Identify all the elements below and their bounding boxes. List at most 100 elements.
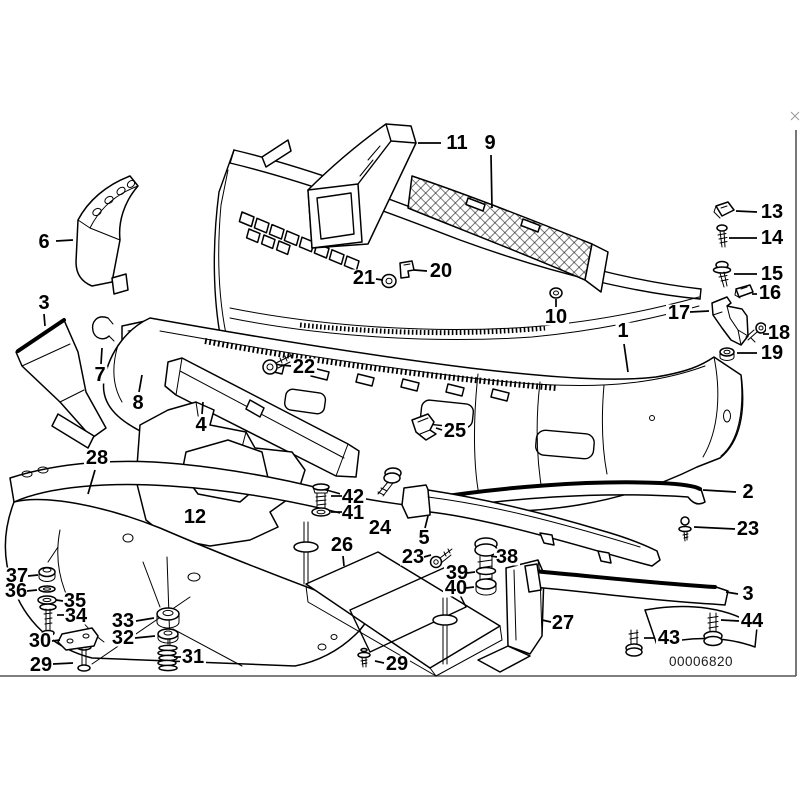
callout-110[interactable]: 11 — [418, 132, 470, 154]
callout-1311[interactable]: 13 — [735, 201, 785, 223]
svg-text:7: 7 — [94, 364, 105, 386]
svg-text:3: 3 — [38, 292, 49, 314]
callout-110[interactable]: 1 — [615, 320, 631, 373]
svg-text:39: 39 — [446, 562, 468, 584]
callout-418[interactable]: 4 — [193, 401, 209, 436]
hex-nut-icon-33 — [156, 607, 180, 629]
callout-3738[interactable]: 37 — [4, 565, 39, 587]
callout-3929[interactable]: 39 — [444, 562, 476, 584]
screw-icon-29b — [357, 647, 371, 668]
callout-74[interactable]: 7 — [92, 347, 108, 386]
flange-nut-icon-19 — [719, 347, 735, 361]
callout-109[interactable]: 10 — [543, 299, 569, 328]
callout-3342[interactable]: 33 — [110, 610, 155, 632]
svg-text:31: 31 — [182, 646, 204, 668]
callout-4434[interactable]: 44 — [720, 610, 765, 632]
callout-33[interactable]: 3 — [36, 292, 52, 327]
callout-333[interactable]: 3 — [725, 583, 756, 605]
callout-206[interactable]: 20 — [413, 260, 454, 282]
callout-2327[interactable]: 23 — [400, 546, 432, 568]
svg-text:27: 27 — [552, 612, 574, 634]
hex-bolt-icon-43 — [625, 629, 643, 657]
callout-2937[interactable]: 29 — [374, 653, 410, 675]
callout-91[interactable]: 9 — [482, 132, 498, 209]
washer-icon-35 — [37, 595, 57, 605]
svg-text:3: 3 — [742, 583, 753, 605]
callout-85[interactable]: 8 — [130, 374, 146, 414]
svg-text:42: 42 — [342, 486, 364, 508]
callout-2332[interactable]: 23 — [693, 518, 761, 540]
callout-3639[interactable]: 36 — [3, 580, 38, 602]
callout-2946[interactable]: 29 — [28, 654, 74, 676]
screw-icon-18 — [745, 322, 767, 343]
hex-bolt-icon-38 — [474, 537, 498, 589]
svg-text:21: 21 — [353, 267, 375, 289]
crop-mark — [790, 111, 800, 121]
callout-1412[interactable]: 14 — [729, 227, 785, 249]
callout-1614[interactable]: 16 — [752, 282, 783, 304]
svg-text:22: 22 — [293, 356, 315, 378]
callout-2424[interactable]: 24 — [367, 517, 393, 539]
callout-231[interactable]: 2 — [702, 481, 756, 503]
svg-text:18: 18 — [768, 322, 790, 344]
impact-bar — [164, 357, 360, 478]
callout-2625[interactable]: 26 — [329, 534, 355, 567]
callout-3441[interactable]: 34 — [57, 605, 89, 627]
screw-icon-22 — [262, 353, 293, 375]
svg-text:4: 4 — [195, 414, 207, 436]
callout-3243[interactable]: 32 — [110, 627, 156, 649]
svg-text:8: 8 — [132, 392, 143, 414]
callout-3044[interactable]: 30 — [27, 630, 61, 652]
callout-1917[interactable]: 19 — [737, 342, 785, 364]
callout-1513[interactable]: 15 — [734, 263, 785, 285]
callout-2736[interactable]: 27 — [541, 612, 576, 634]
callout-526[interactable]: 5 — [416, 515, 432, 549]
page-border — [0, 130, 797, 677]
callout-4123[interactable]: 41 — [331, 502, 366, 524]
callout-1816[interactable]: 18 — [763, 322, 792, 344]
svg-text:11: 11 — [446, 132, 467, 154]
svg-text:25: 25 — [444, 420, 466, 442]
retainer-clip-icon-20 — [399, 260, 415, 279]
svg-text:16: 16 — [759, 282, 781, 304]
svg-text:41: 41 — [342, 502, 364, 524]
callout-1221[interactable]: 12 — [182, 506, 208, 528]
svg-text:23: 23 — [402, 546, 424, 568]
svg-text:23: 23 — [737, 518, 759, 540]
svg-text:28: 28 — [86, 447, 108, 469]
callout-62[interactable]: 6 — [36, 231, 74, 253]
expanding-nut-icon-31 — [157, 639, 178, 672]
svg-text:5: 5 — [418, 527, 429, 549]
air-duct — [307, 123, 417, 249]
callout-1715[interactable]: 17 — [666, 302, 710, 324]
callout-3145[interactable]: 31 — [174, 646, 206, 668]
callout-4030[interactable]: 40 — [443, 577, 475, 599]
screw-icon-23b — [678, 516, 692, 542]
callout-4335[interactable]: 43 — [644, 627, 682, 649]
c-clip-icon — [91, 316, 115, 342]
callout-217[interactable]: 21 — [351, 267, 384, 289]
callout-2820[interactable]: 28 — [84, 447, 110, 495]
callout-3540[interactable]: 35 — [55, 590, 88, 612]
svg-text:15: 15 — [761, 263, 783, 285]
svg-text:43: 43 — [658, 627, 680, 649]
callout-4222[interactable]: 42 — [331, 486, 366, 508]
svg-text:13: 13 — [761, 201, 783, 223]
svg-text:30: 30 — [29, 630, 51, 652]
callout-3828[interactable]: 38 — [490, 546, 520, 568]
callout-228[interactable]: 22 — [280, 356, 317, 378]
washer-icon-32 — [157, 628, 179, 644]
svg-text:38: 38 — [496, 546, 518, 568]
callout-2519[interactable]: 25 — [435, 420, 468, 442]
bumper-carrier — [213, 139, 702, 373]
washer-icon-36 — [38, 585, 56, 593]
svg-text:44: 44 — [741, 610, 764, 632]
svg-text:37: 37 — [6, 565, 28, 587]
svg-text:2: 2 — [742, 481, 753, 503]
svg-text:40: 40 — [445, 577, 467, 599]
svg-text:14: 14 — [761, 227, 784, 249]
grommet-icon-21 — [381, 273, 397, 289]
svg-text:29: 29 — [386, 653, 408, 675]
screw-washer-icon-15 — [712, 260, 732, 288]
